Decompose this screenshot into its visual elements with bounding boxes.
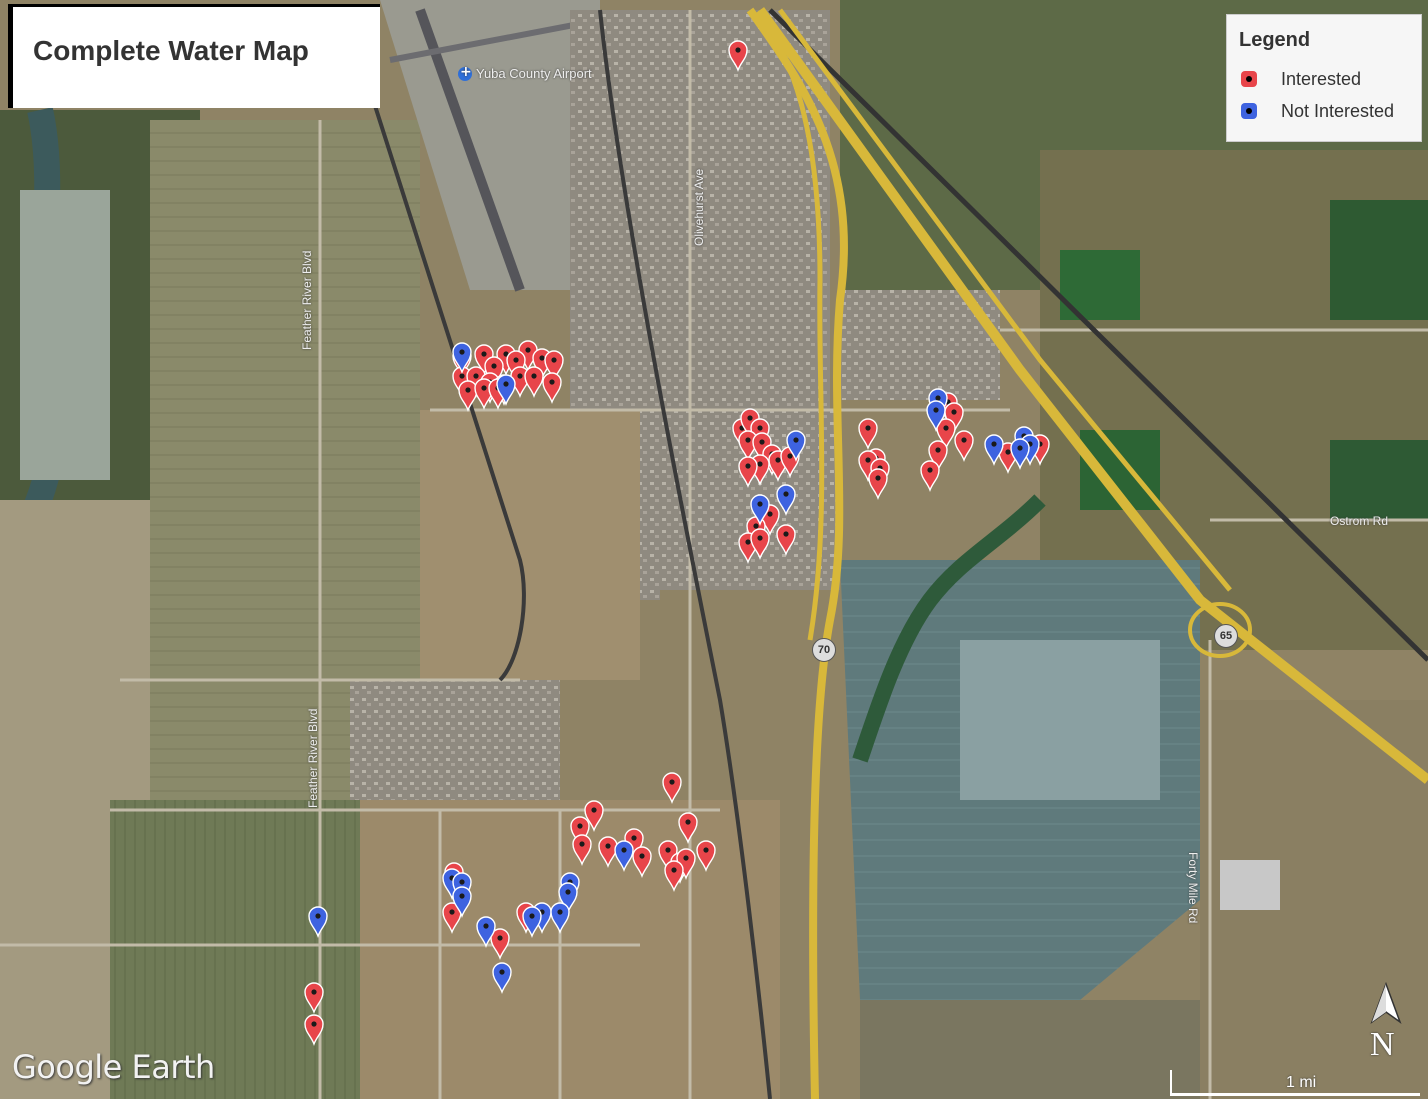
interested-marker[interactable]: [662, 772, 682, 804]
survey-markers: [304, 40, 1050, 1046]
highway-65-shield: 65: [1214, 624, 1238, 648]
green-field-4: [1330, 440, 1428, 520]
highway-65: [755, 7, 1428, 784]
interested-marker[interactable]: [664, 860, 684, 892]
legend-title: Legend: [1239, 29, 1311, 51]
scale-tick: [1170, 1070, 1172, 1096]
highway-70-shield: 70: [812, 638, 836, 662]
railroad-west: [368, 89, 526, 682]
not-interested-marker[interactable]: [496, 374, 516, 406]
interested-swatch-icon: [1241, 71, 1257, 87]
fields-bottom-east: [860, 1000, 1200, 1099]
interested-marker[interactable]: [304, 1014, 324, 1046]
interested-marker[interactable]: [490, 928, 510, 960]
not-interested-marker[interactable]: [308, 906, 328, 938]
interested-marker[interactable]: [544, 350, 564, 382]
interested-marker[interactable]: [632, 846, 652, 878]
not-interested-marker[interactable]: [492, 962, 512, 994]
road-label-olivehurst: Olivehurst Ave: [692, 168, 706, 246]
southern-plain: [360, 800, 780, 1099]
not-interested-marker[interactable]: [926, 400, 946, 432]
interested-marker[interactable]: [928, 440, 948, 472]
legend-panel: Legend Interested Not Interested: [1226, 14, 1422, 142]
google-earth-watermark: Google Earth: [12, 1048, 215, 1086]
railroad-east: [768, 8, 1428, 662]
not-interested-marker[interactable]: [984, 434, 1004, 466]
not-interested-marker[interactable]: [550, 902, 570, 934]
green-field-1: [1330, 200, 1428, 320]
interested-marker[interactable]: [572, 834, 592, 866]
road-label-feather-river-top: Feather River Blvd: [300, 250, 314, 350]
interested-marker[interactable]: [458, 380, 478, 412]
scale-label: 1 mi: [1286, 1074, 1317, 1091]
airport-label: Yuba County Airport: [458, 64, 592, 81]
road-label-feather-river-bottom: Feather River Blvd: [306, 708, 320, 808]
airport-zone: [380, 0, 600, 290]
scale-line: [1170, 1093, 1420, 1096]
interested-marker[interactable]: [738, 456, 758, 488]
interchange: [1188, 602, 1252, 658]
map-title-box: Complete Water Map: [8, 4, 380, 108]
airport-icon: [458, 64, 472, 81]
interested-marker[interactable]: [954, 430, 974, 462]
interested-marker[interactable]: [696, 840, 716, 872]
north-arrow-icon: [1370, 982, 1402, 1025]
interested-marker[interactable]: [598, 836, 618, 868]
interested-marker[interactable]: [920, 460, 940, 492]
interested-marker[interactable]: [728, 40, 748, 72]
creek: [852, 494, 1046, 763]
not-interested-marker[interactable]: [786, 430, 806, 462]
suburb-south: [350, 680, 560, 800]
not-interested-marker[interactable]: [614, 840, 634, 872]
interested-marker[interactable]: [776, 524, 796, 556]
not-interested-marker[interactable]: [452, 342, 472, 374]
road-label-forty-mile: Forty Mile Rd: [1186, 852, 1200, 924]
suburb-olivehurst: [570, 10, 830, 410]
interested-marker[interactable]: [524, 366, 544, 398]
interested-marker[interactable]: [442, 902, 462, 934]
north-arrow: N: [1366, 982, 1406, 1063]
not-interested-marker[interactable]: [522, 906, 542, 938]
highway-70: [746, 7, 848, 1099]
road-label-ostrom: Ostrom Rd: [1330, 514, 1389, 528]
interested-marker[interactable]: [868, 468, 888, 500]
wetland-ponds: [960, 640, 1160, 800]
taxiway: [389, 17, 601, 63]
interested-marker[interactable]: [584, 800, 604, 832]
interested-marker[interactable]: [858, 418, 878, 450]
not-interested-marker[interactable]: [776, 484, 796, 516]
legend-label-not-interested: Not Interested: [1281, 100, 1395, 121]
not-interested-marker[interactable]: [452, 886, 472, 918]
legend-label-interested: Interested: [1281, 68, 1362, 89]
runway: [415, 8, 525, 292]
legend-item-not-interested: Not Interested: [1241, 99, 1394, 123]
interested-marker[interactable]: [678, 812, 698, 844]
railroad-central: [598, 9, 772, 1099]
north-label: N: [1370, 1026, 1395, 1063]
central-plain: [420, 410, 640, 680]
not-interested-marker[interactable]: [476, 916, 496, 948]
interested-marker[interactable]: [304, 982, 324, 1014]
not-interested-marker[interactable]: [558, 882, 578, 914]
highway-65-ramp: [777, 8, 1232, 592]
not-interested-swatch-icon: [1241, 103, 1257, 119]
legend-item-interested: Interested: [1241, 67, 1361, 91]
not-interested-marker[interactable]: [1010, 438, 1030, 470]
scale-bar: 1 mi: [1170, 1070, 1420, 1098]
highway-70-ramp: [757, 8, 825, 641]
fields-southwest: [110, 800, 360, 1099]
ponds-left: [20, 190, 110, 480]
not-interested-marker[interactable]: [750, 494, 770, 526]
interested-marker[interactable]: [750, 528, 770, 560]
interested-marker[interactable]: [936, 418, 956, 450]
facility-southeast: [1220, 860, 1280, 910]
interested-marker[interactable]: [542, 372, 562, 404]
map-title: Complete Water Map: [33, 35, 309, 66]
interested-marker[interactable]: [570, 816, 590, 848]
